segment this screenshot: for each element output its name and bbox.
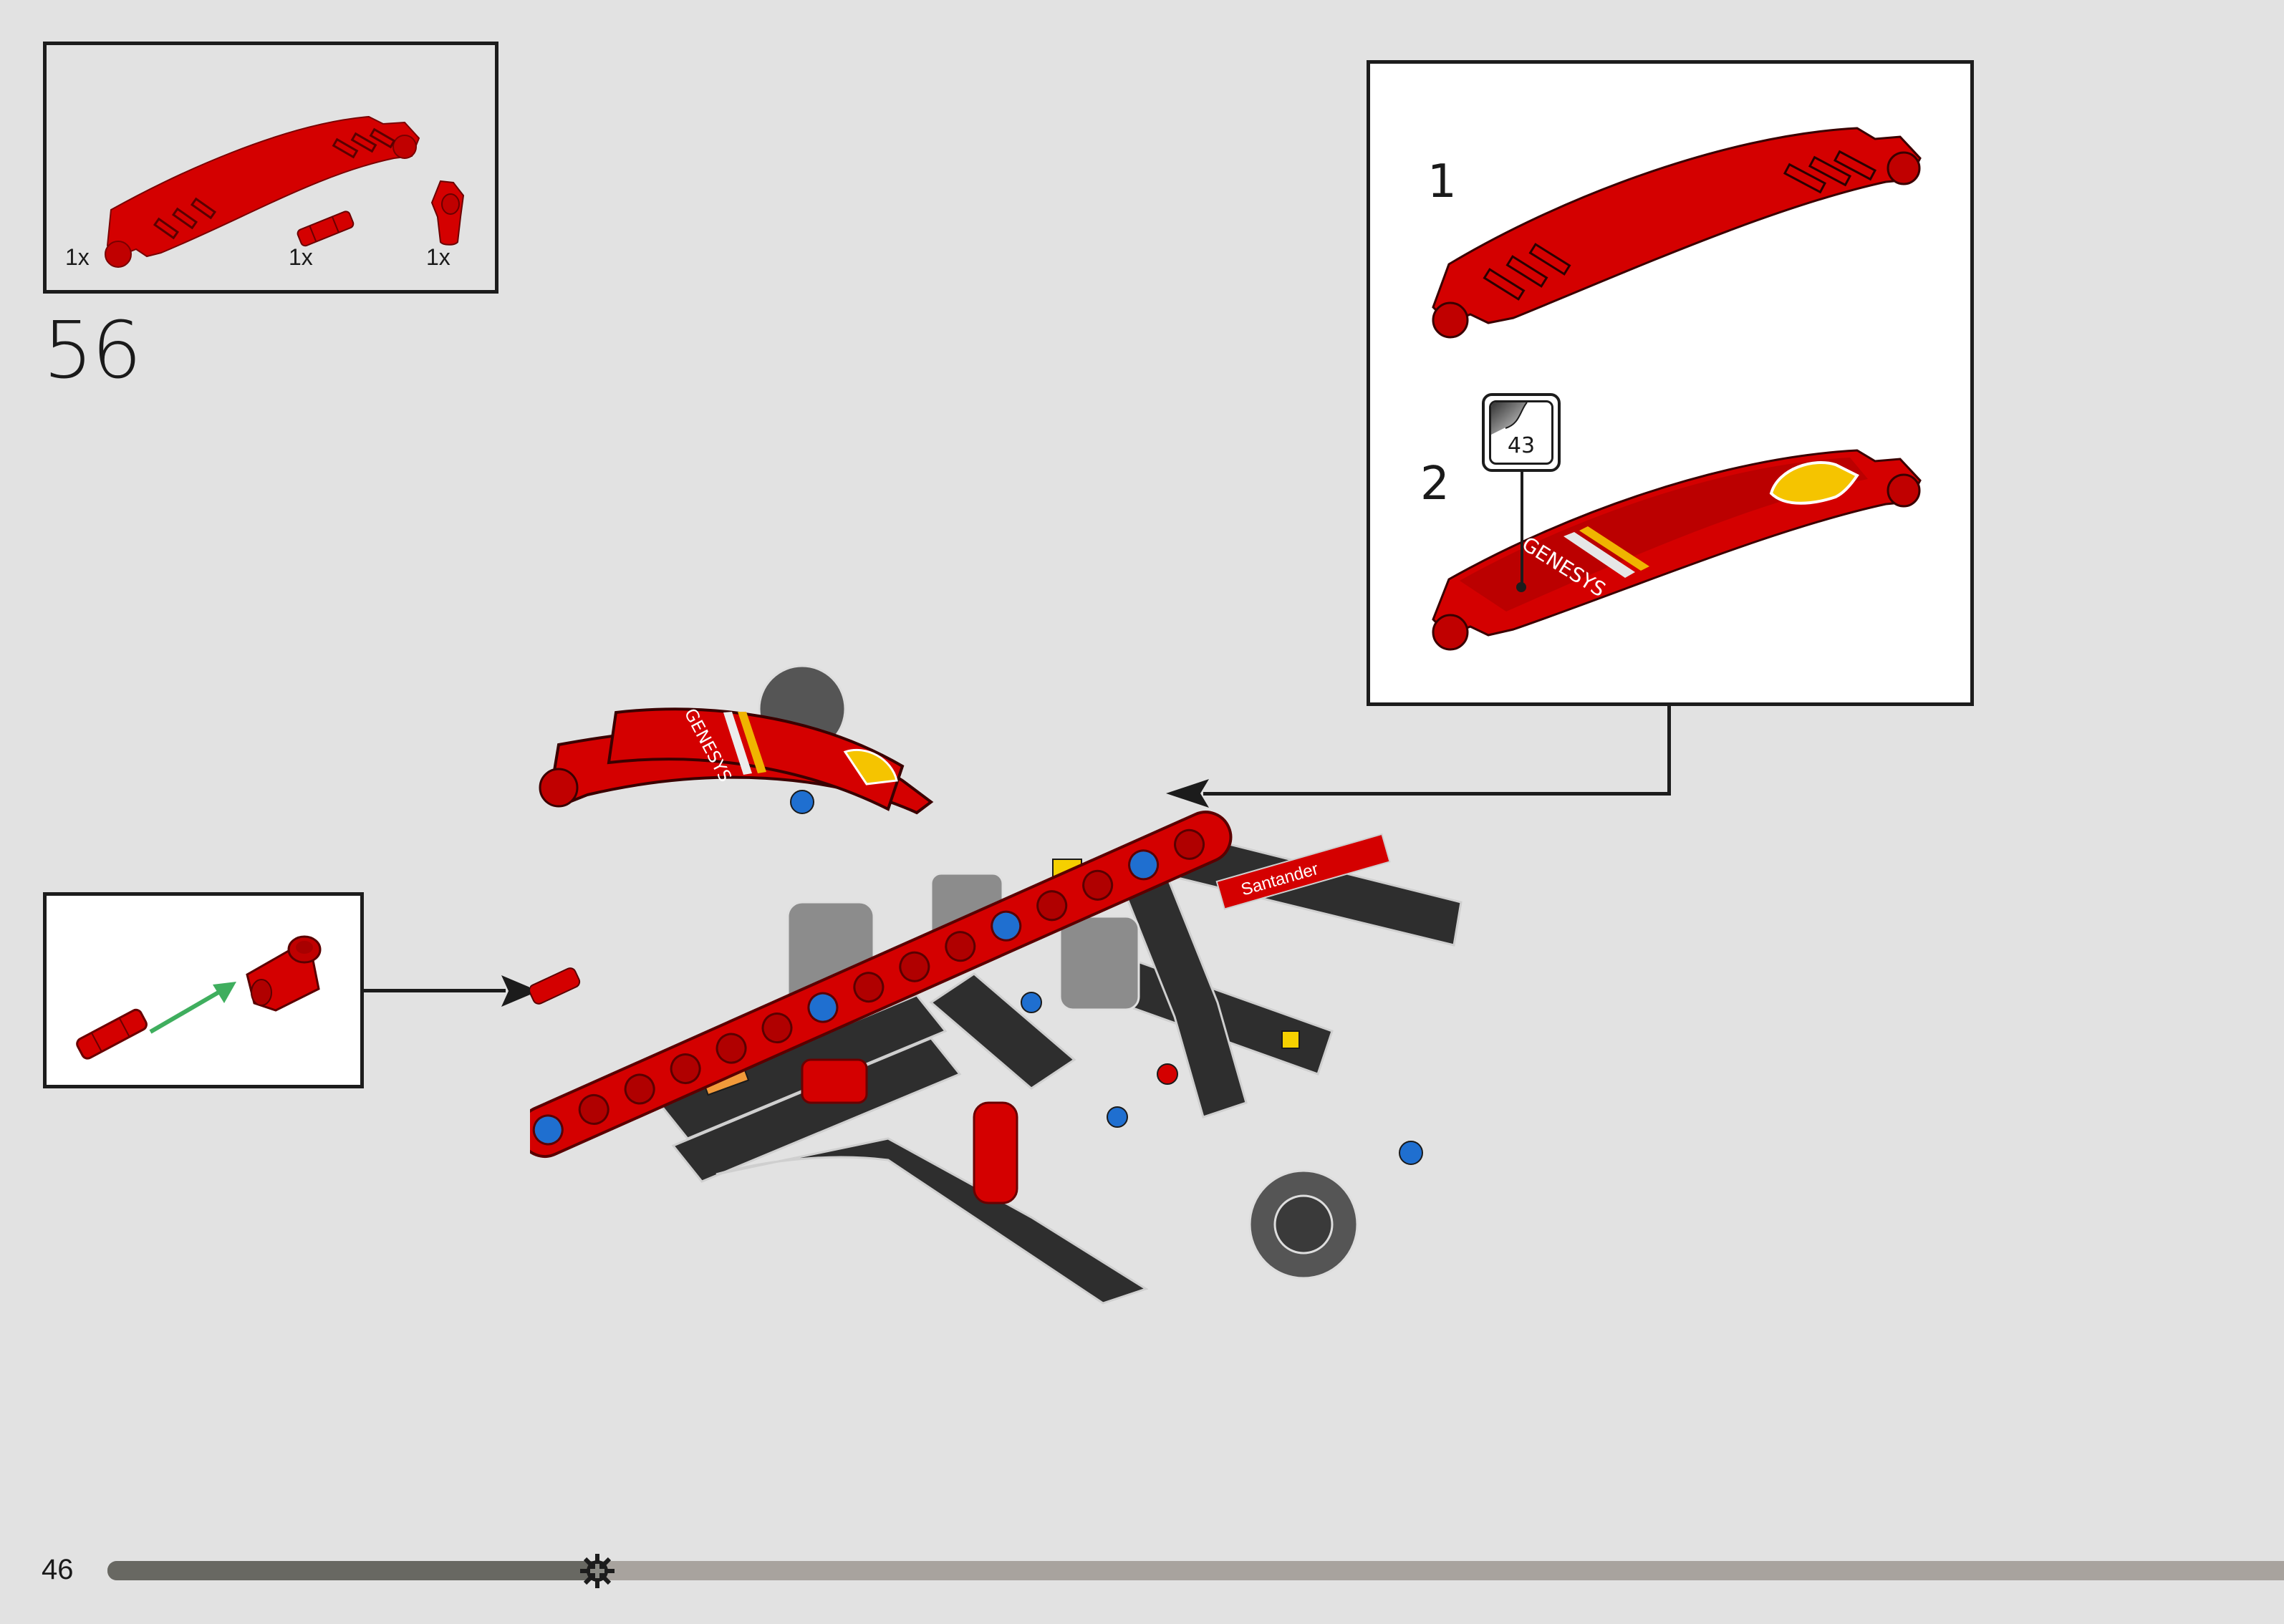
angle-connector-icon: [246, 935, 322, 1012]
quantity-label: 1x: [65, 244, 90, 270]
sticker-callout-box: 1 2 GENESYS 43: [1367, 60, 1974, 706]
gear-icon: [580, 1554, 615, 1588]
curved-panel-plain-icon: [1432, 127, 1922, 339]
angle-connector-icon: [430, 180, 465, 246]
progress-bar-fill: [107, 1561, 598, 1580]
axle-pin-icon: [76, 1008, 148, 1060]
insert-arrow-icon: [149, 982, 236, 1034]
sticker-leader-line: [1521, 472, 1523, 586]
curved-panel-stickered-icon: GENESYS: [1432, 449, 1922, 651]
main-model-illustration: GENESYS Santander: [530, 664, 1463, 1305]
subassembly-connector-line: [362, 989, 506, 992]
substep-label: 1: [1427, 155, 1457, 208]
curved-panel-icon: [105, 115, 420, 268]
substep-label: 2: [1420, 458, 1450, 511]
subassembly-arrow-head: [501, 975, 539, 1007]
quantity-label: 1x: [426, 244, 450, 270]
callout-arrow-head: [1166, 779, 1209, 808]
sticker-number: 43: [1507, 433, 1536, 458]
sticker-icon: [1491, 402, 1528, 435]
page-number: 46: [42, 1554, 74, 1585]
callout-connector-horizontal: [1203, 792, 1671, 796]
callout-connector-vertical: [1667, 705, 1671, 795]
subassembly-callout-box: [43, 892, 364, 1088]
progress-bar: [107, 1561, 2284, 1580]
sticker-badge: 43: [1482, 393, 1561, 472]
sticker-leader-dot: [1516, 582, 1526, 592]
parts-list-box: 1x 1x 1x: [43, 42, 498, 294]
axle-pin-icon: [297, 211, 355, 247]
quantity-label: 1x: [289, 244, 313, 270]
step-number: 56: [43, 304, 142, 396]
